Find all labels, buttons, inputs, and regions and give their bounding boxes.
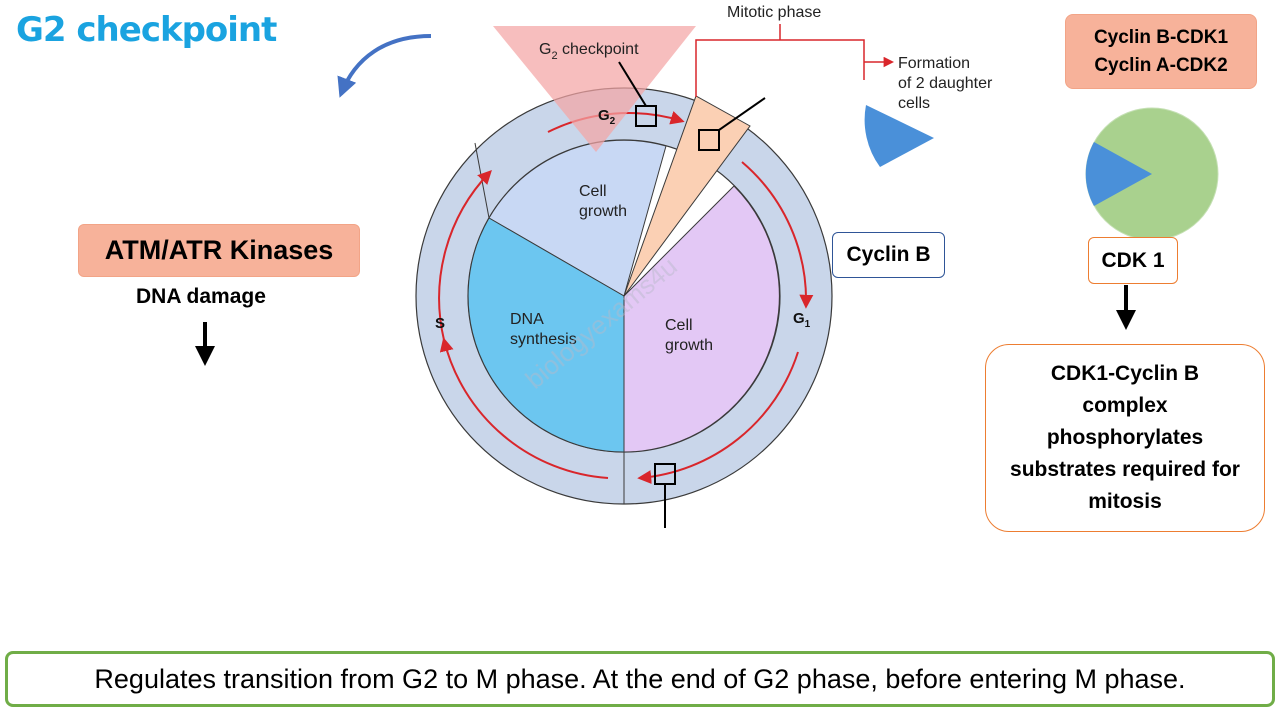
m-checkpoint-square [698, 129, 720, 151]
cdk1-box: CDK 1 [1088, 237, 1178, 284]
mitotic-phase-label: Mitotic phase [727, 4, 821, 21]
phase-label-g2: G2 [598, 107, 616, 127]
g1-sector-line2: growth [665, 337, 713, 354]
sector-g2 [488, 139, 667, 297]
cyclin-blue-wedge [1085, 142, 1152, 206]
sector-g1 [623, 185, 780, 453]
page-title: G2 checkpoint [16, 10, 277, 50]
cyclin-b-box: Cyclin B [832, 232, 945, 278]
phase-label-g1: G1 [793, 310, 811, 330]
m-checkpoint-pointer [718, 97, 766, 131]
formation-line3: cells [898, 95, 930, 112]
cyclin-cdk-box: Cyclin B-CDK1 Cyclin A-CDK2 [1065, 14, 1257, 89]
g2-checkpoint-label: G2 checkpoint [539, 41, 639, 62]
mitotic-phase-bracket [695, 39, 865, 97]
s-sector-line2: synthesis [510, 331, 577, 348]
cycle-arrow-s-bottom [439, 337, 609, 479]
cyclin-cdk-line1: Cyclin B-CDK1 [1093, 26, 1229, 48]
cdk1-cyclin-b-complex-box: CDK1-Cyclin B complex phosphorylates sub… [985, 344, 1265, 532]
formation-line1: Formation [898, 55, 970, 72]
phase-label-s: S [435, 315, 445, 332]
g2-sector-line1: Cell [579, 183, 607, 200]
g2-checkpoint-pointer [618, 61, 647, 107]
g2-checkpoint-triangle [493, 26, 696, 152]
cyclin-cdk-line2: Cyclin A-CDK2 [1094, 54, 1228, 76]
formation-line2: of 2 daughter [898, 75, 993, 92]
g1-sector-line1: Cell [665, 317, 693, 334]
bottom-banner: Regulates transition from G2 to M phase.… [5, 651, 1275, 707]
atm-atr-kinases-box: ATM/ATR Kinases [78, 224, 360, 277]
cycle-arrow-g1-bottom [637, 351, 799, 485]
dna-damage-label: DNA damage [136, 285, 266, 308]
sector-s [467, 217, 625, 453]
g2-sector-line2: growth [579, 203, 627, 220]
cyclin-b-wedge [864, 105, 934, 167]
curved-blue-arrow [337, 34, 432, 98]
cycle-arrow-g1 [741, 161, 814, 309]
cycle-arrow-s-g2 [438, 169, 492, 341]
s-sector-line1: DNA [510, 311, 544, 328]
